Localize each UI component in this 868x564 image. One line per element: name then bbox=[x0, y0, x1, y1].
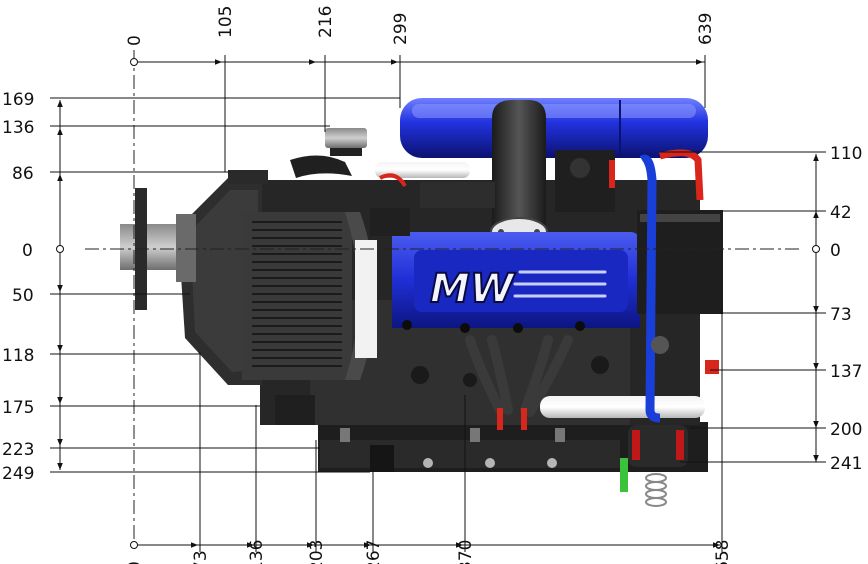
engine-illustration: MW bbox=[120, 98, 723, 507]
left-dim-86: 86 bbox=[12, 164, 34, 184]
ignition-leads bbox=[465, 335, 573, 417]
top-dim-299: 299 bbox=[391, 13, 411, 45]
intake-elbow bbox=[492, 100, 546, 225]
radiator-shroud bbox=[355, 240, 377, 358]
left-dim-223: 223 bbox=[2, 440, 34, 460]
right-dim-137: 137 bbox=[830, 362, 862, 382]
spring bbox=[645, 473, 667, 507]
coolant-tube-top bbox=[375, 162, 470, 178]
hose-blue bbox=[639, 154, 661, 423]
radiator-cap bbox=[325, 128, 367, 148]
radiator bbox=[242, 212, 352, 380]
bottom-dimensions: 0 73 136 203 267 370 658 bbox=[125, 310, 733, 564]
bottom-dim-73: 73 bbox=[191, 550, 211, 564]
bottom-dim-136: 136 bbox=[247, 540, 267, 564]
left-dim-169: 169 bbox=[2, 90, 34, 110]
bottom-dim-0: 0 bbox=[125, 561, 145, 564]
hose-red bbox=[659, 149, 704, 201]
bottom-dim-370: 370 bbox=[456, 540, 476, 564]
drain-plug-green bbox=[620, 458, 628, 492]
right-dim-73: 73 bbox=[830, 305, 852, 325]
coolant-tube-lower bbox=[540, 396, 705, 418]
right-dim-42: 42 bbox=[830, 203, 852, 223]
left-dim-50: 50 bbox=[12, 286, 34, 306]
valve-cover-logo: MW bbox=[430, 266, 516, 312]
right-dimensions: 110 42 0 73 137 200 241 bbox=[660, 144, 862, 474]
left-dimensions: 169 136 86 0 50 118 175 223 249 bbox=[2, 90, 400, 484]
top-dim-639: 639 bbox=[696, 13, 716, 45]
left-dim-0: 0 bbox=[22, 241, 33, 261]
top-dim-105: 105 bbox=[216, 6, 236, 38]
right-dim-0: 0 bbox=[830, 241, 841, 261]
right-dim-200: 200 bbox=[830, 420, 862, 440]
left-dim-118: 118 bbox=[2, 346, 34, 366]
left-dim-175: 175 bbox=[2, 398, 34, 418]
top-dimensions: 0 105 216 299 639 bbox=[125, 6, 716, 172]
left-dim-249: 249 bbox=[2, 464, 34, 484]
top-dim-216: 216 bbox=[316, 6, 336, 38]
bottom-dim-203: 203 bbox=[307, 540, 327, 564]
top-dim-0: 0 bbox=[125, 35, 145, 46]
left-dim-136: 136 bbox=[2, 118, 34, 138]
bottom-dim-267: 267 bbox=[364, 540, 384, 564]
right-dim-241: 241 bbox=[830, 454, 862, 474]
valve-cover-fins bbox=[513, 270, 607, 298]
right-dim-110: 110 bbox=[830, 144, 862, 164]
alternator bbox=[628, 425, 688, 467]
bottom-dim-658: 658 bbox=[713, 540, 733, 564]
